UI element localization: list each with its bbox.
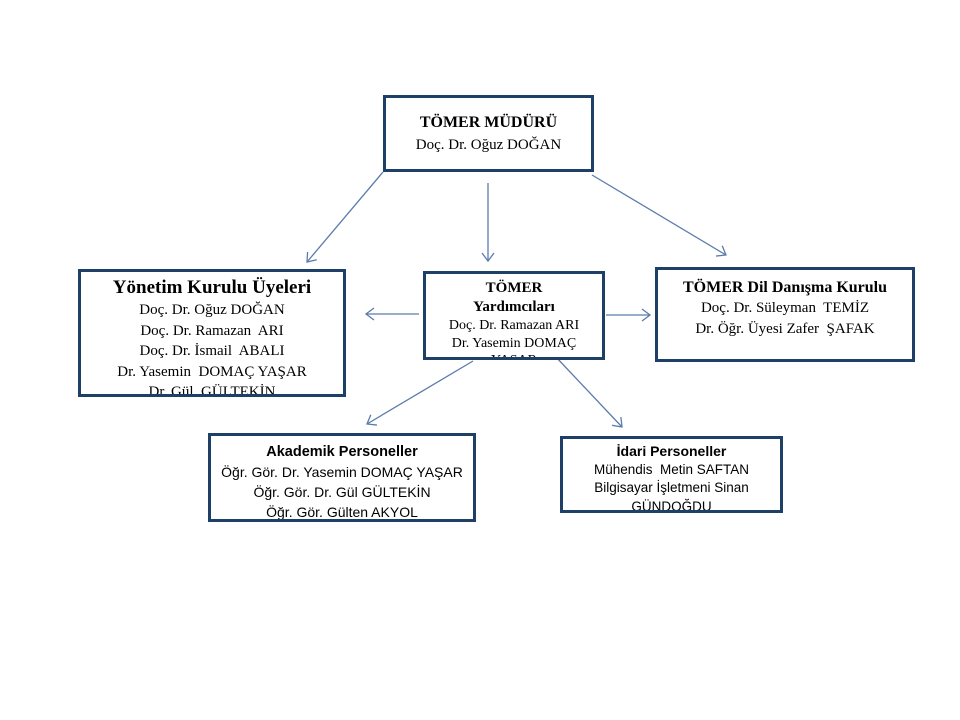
person-line: Doç. Dr. Oğuz DOĞAN — [139, 302, 285, 318]
node-title: TÖMER Dil Danışma Kurulu — [682, 279, 888, 296]
node-yonetim-kurulu-uyeleri: Yönetim Kurulu Üyeleri Doç. Dr. Oğuz DOĞ… — [78, 269, 346, 397]
person-line: Öğr. Gör. Gülten AKYOL — [266, 504, 418, 520]
person-line: Öğr. Gör. Dr. Yasemin DOMAÇ YAŞAR — [221, 464, 463, 480]
person-line: Mühendis Metin SAFTAN — [593, 461, 750, 477]
person-line: Bilgisayar İşletmeni Sinan — [594, 480, 749, 495]
node-members: Doç. Dr. Ramazan ARI Dr. Yasemin DOMAÇYAŞ… — [444, 317, 584, 357]
person-line: Doç. Dr. Süleyman TEMİZ — [700, 300, 870, 316]
arrow-yardimcilari-to-idari — [554, 355, 623, 428]
person-line: Doç. Dr. İsmail ABALI — [139, 343, 285, 359]
node-members: Mühendis Metin SAFTAN Bilgisayar İşletmen… — [563, 461, 780, 513]
node-members: Doç. Dr. Süleyman TEMİZ Dr. Öğr. Üyesi Za… — [658, 298, 912, 340]
person-line: Doç. Dr. Ramazan ARI — [448, 318, 580, 333]
person-line: Dr. Yasemin DOMAÇ YAŞAR — [117, 363, 307, 380]
node-members: Öğr. Gör. Dr. Yasemin DOMAÇ YAŞAR Öğr. Gö… — [211, 462, 473, 520]
arrow-muduru-to-dildanisma — [591, 174, 727, 257]
node-title: Yönetim Kurulu Üyeleri — [112, 277, 312, 298]
person-line: Doç. Dr. Oğuz DOĞAN — [415, 137, 562, 153]
node-akademik-personeller: Akademik Personeller Öğr. Gör. Dr. Yasem… — [208, 433, 476, 522]
node-title: Akademik Personeller — [266, 444, 418, 460]
node-title: TÖMER Yardımcıları — [473, 280, 555, 315]
node-title: İdari Personeller — [616, 443, 727, 459]
person-line: Dr. Gül GÜLTEKİN — [148, 384, 276, 397]
person-line: YAŞAR — [444, 352, 584, 357]
node-members: Doç. Dr. Oğuz DOĞAN — [386, 134, 591, 156]
node-members: Doç. Dr. Oğuz DOĞAN Doç. Dr. Ramazan ARI D… — [81, 300, 343, 397]
person-line: Öğr. Gör. Dr. Gül GÜLTEKİN — [253, 484, 431, 500]
person-line: Dr. Öğr. Üyesi Zafer ŞAFAK — [695, 321, 875, 337]
arrow-muduru-to-yonetim — [306, 171, 384, 263]
arrow-yardimcilari-to-akademik — [366, 360, 474, 426]
node-tomer-dil-danisma-kurulu: TÖMER Dil Danışma Kurulu Doç. Dr. Süleym… — [655, 267, 915, 362]
person-line: Doç. Dr. Ramazan ARI — [140, 322, 284, 339]
node-title: TÖMER MÜDÜRÜ — [419, 114, 558, 131]
person-line: Dr. Yasemin DOMAÇ — [451, 335, 577, 351]
person-line: GÜNDOĞDU — [631, 498, 712, 513]
node-tomer-muduru: TÖMER MÜDÜRÜ Doç. Dr. Oğuz DOĞAN — [383, 95, 594, 172]
node-idari-personeller: İdari Personeller Mühendis Metin SAFTAN B… — [560, 436, 783, 513]
